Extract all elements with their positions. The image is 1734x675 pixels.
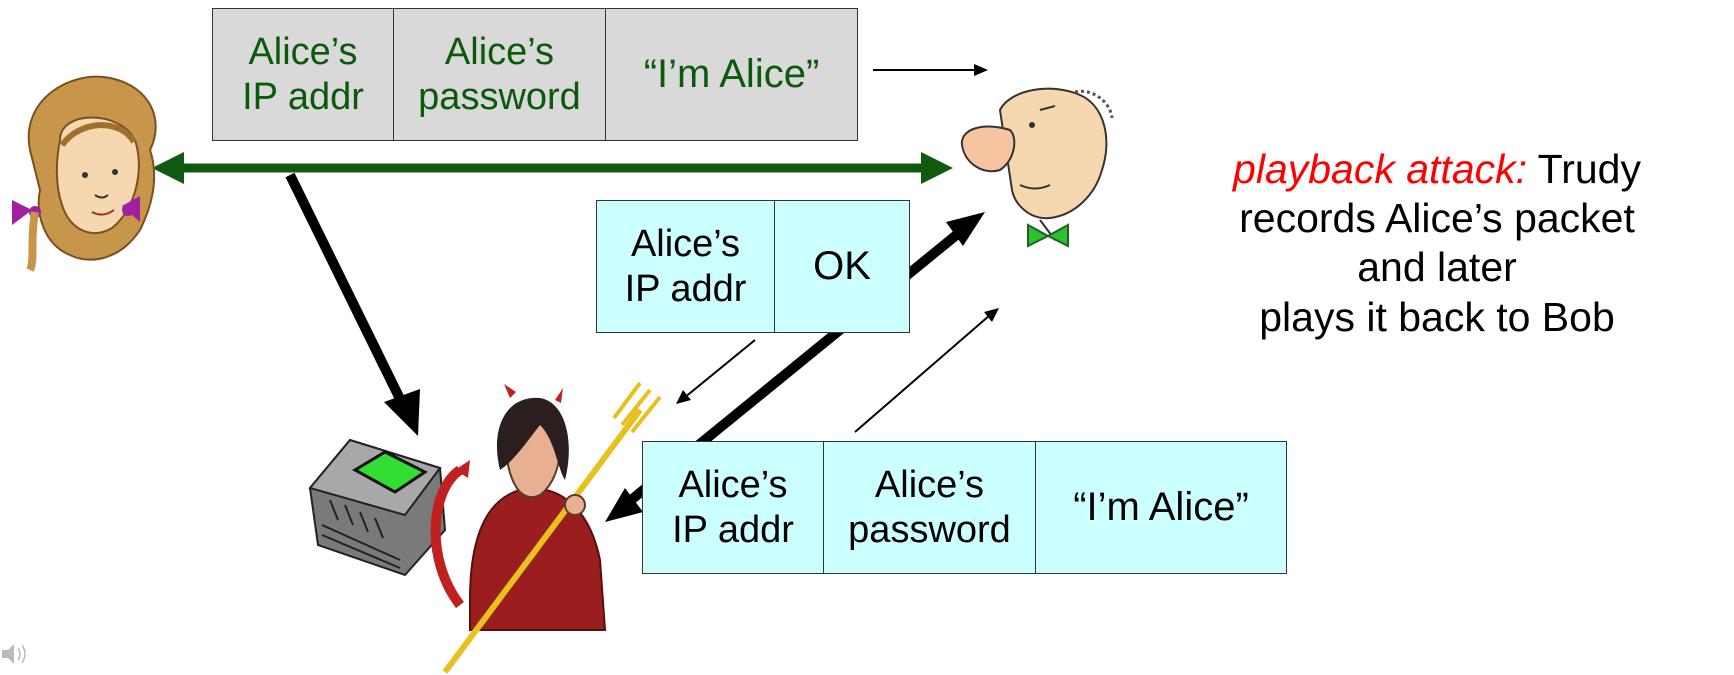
bob-icon	[960, 87, 1114, 248]
packet-original-ip-cell: Alice’s IP addr	[213, 9, 393, 140]
packet-replayed-message-cell: “I’m Alice”	[1035, 442, 1286, 573]
attack-caption: playback attack: Trudy records Alice’s p…	[1140, 145, 1734, 342]
caption-line-1: playback attack: Trudy	[1140, 145, 1734, 194]
intercept-arrow	[285, 172, 420, 436]
alice-icon	[12, 75, 157, 272]
packet-replayed-ip-cell: Alice’s IP addr	[643, 442, 823, 573]
caption-line-2: records Alice’s packet	[1239, 195, 1635, 242]
packet-original: Alice’s IP addr Alice’s password “I’m Al…	[212, 8, 858, 141]
caption-line-3: and later	[1357, 244, 1517, 291]
packet-original-message-cell: “I’m Alice”	[605, 9, 857, 140]
packet-direction-arrow-top	[873, 64, 988, 76]
packet-replayed-password-cell: Alice’s password	[823, 442, 1035, 573]
recorder-icon	[308, 438, 447, 577]
speaker-icon	[2, 644, 26, 664]
trudy-icon	[430, 381, 662, 674]
caption-emphasis: playback attack:	[1233, 146, 1528, 192]
replay-direction-arrow	[854, 308, 999, 433]
alice-bob-arrow	[152, 152, 953, 184]
caption-line-1-rest: Trudy	[1527, 146, 1641, 192]
packet-ok: Alice’s IP addr OK	[596, 200, 910, 333]
packet-replayed: Alice’s IP addr Alice’s password “I’m Al…	[642, 441, 1287, 574]
packet-ok-ip-cell: Alice’s IP addr	[597, 201, 774, 332]
ok-direction-arrow	[676, 339, 756, 404]
packet-original-password-cell: Alice’s password	[393, 9, 605, 140]
caption-line-4: plays it back to Bob	[1259, 293, 1615, 340]
packet-ok-message-cell: OK	[774, 201, 909, 332]
